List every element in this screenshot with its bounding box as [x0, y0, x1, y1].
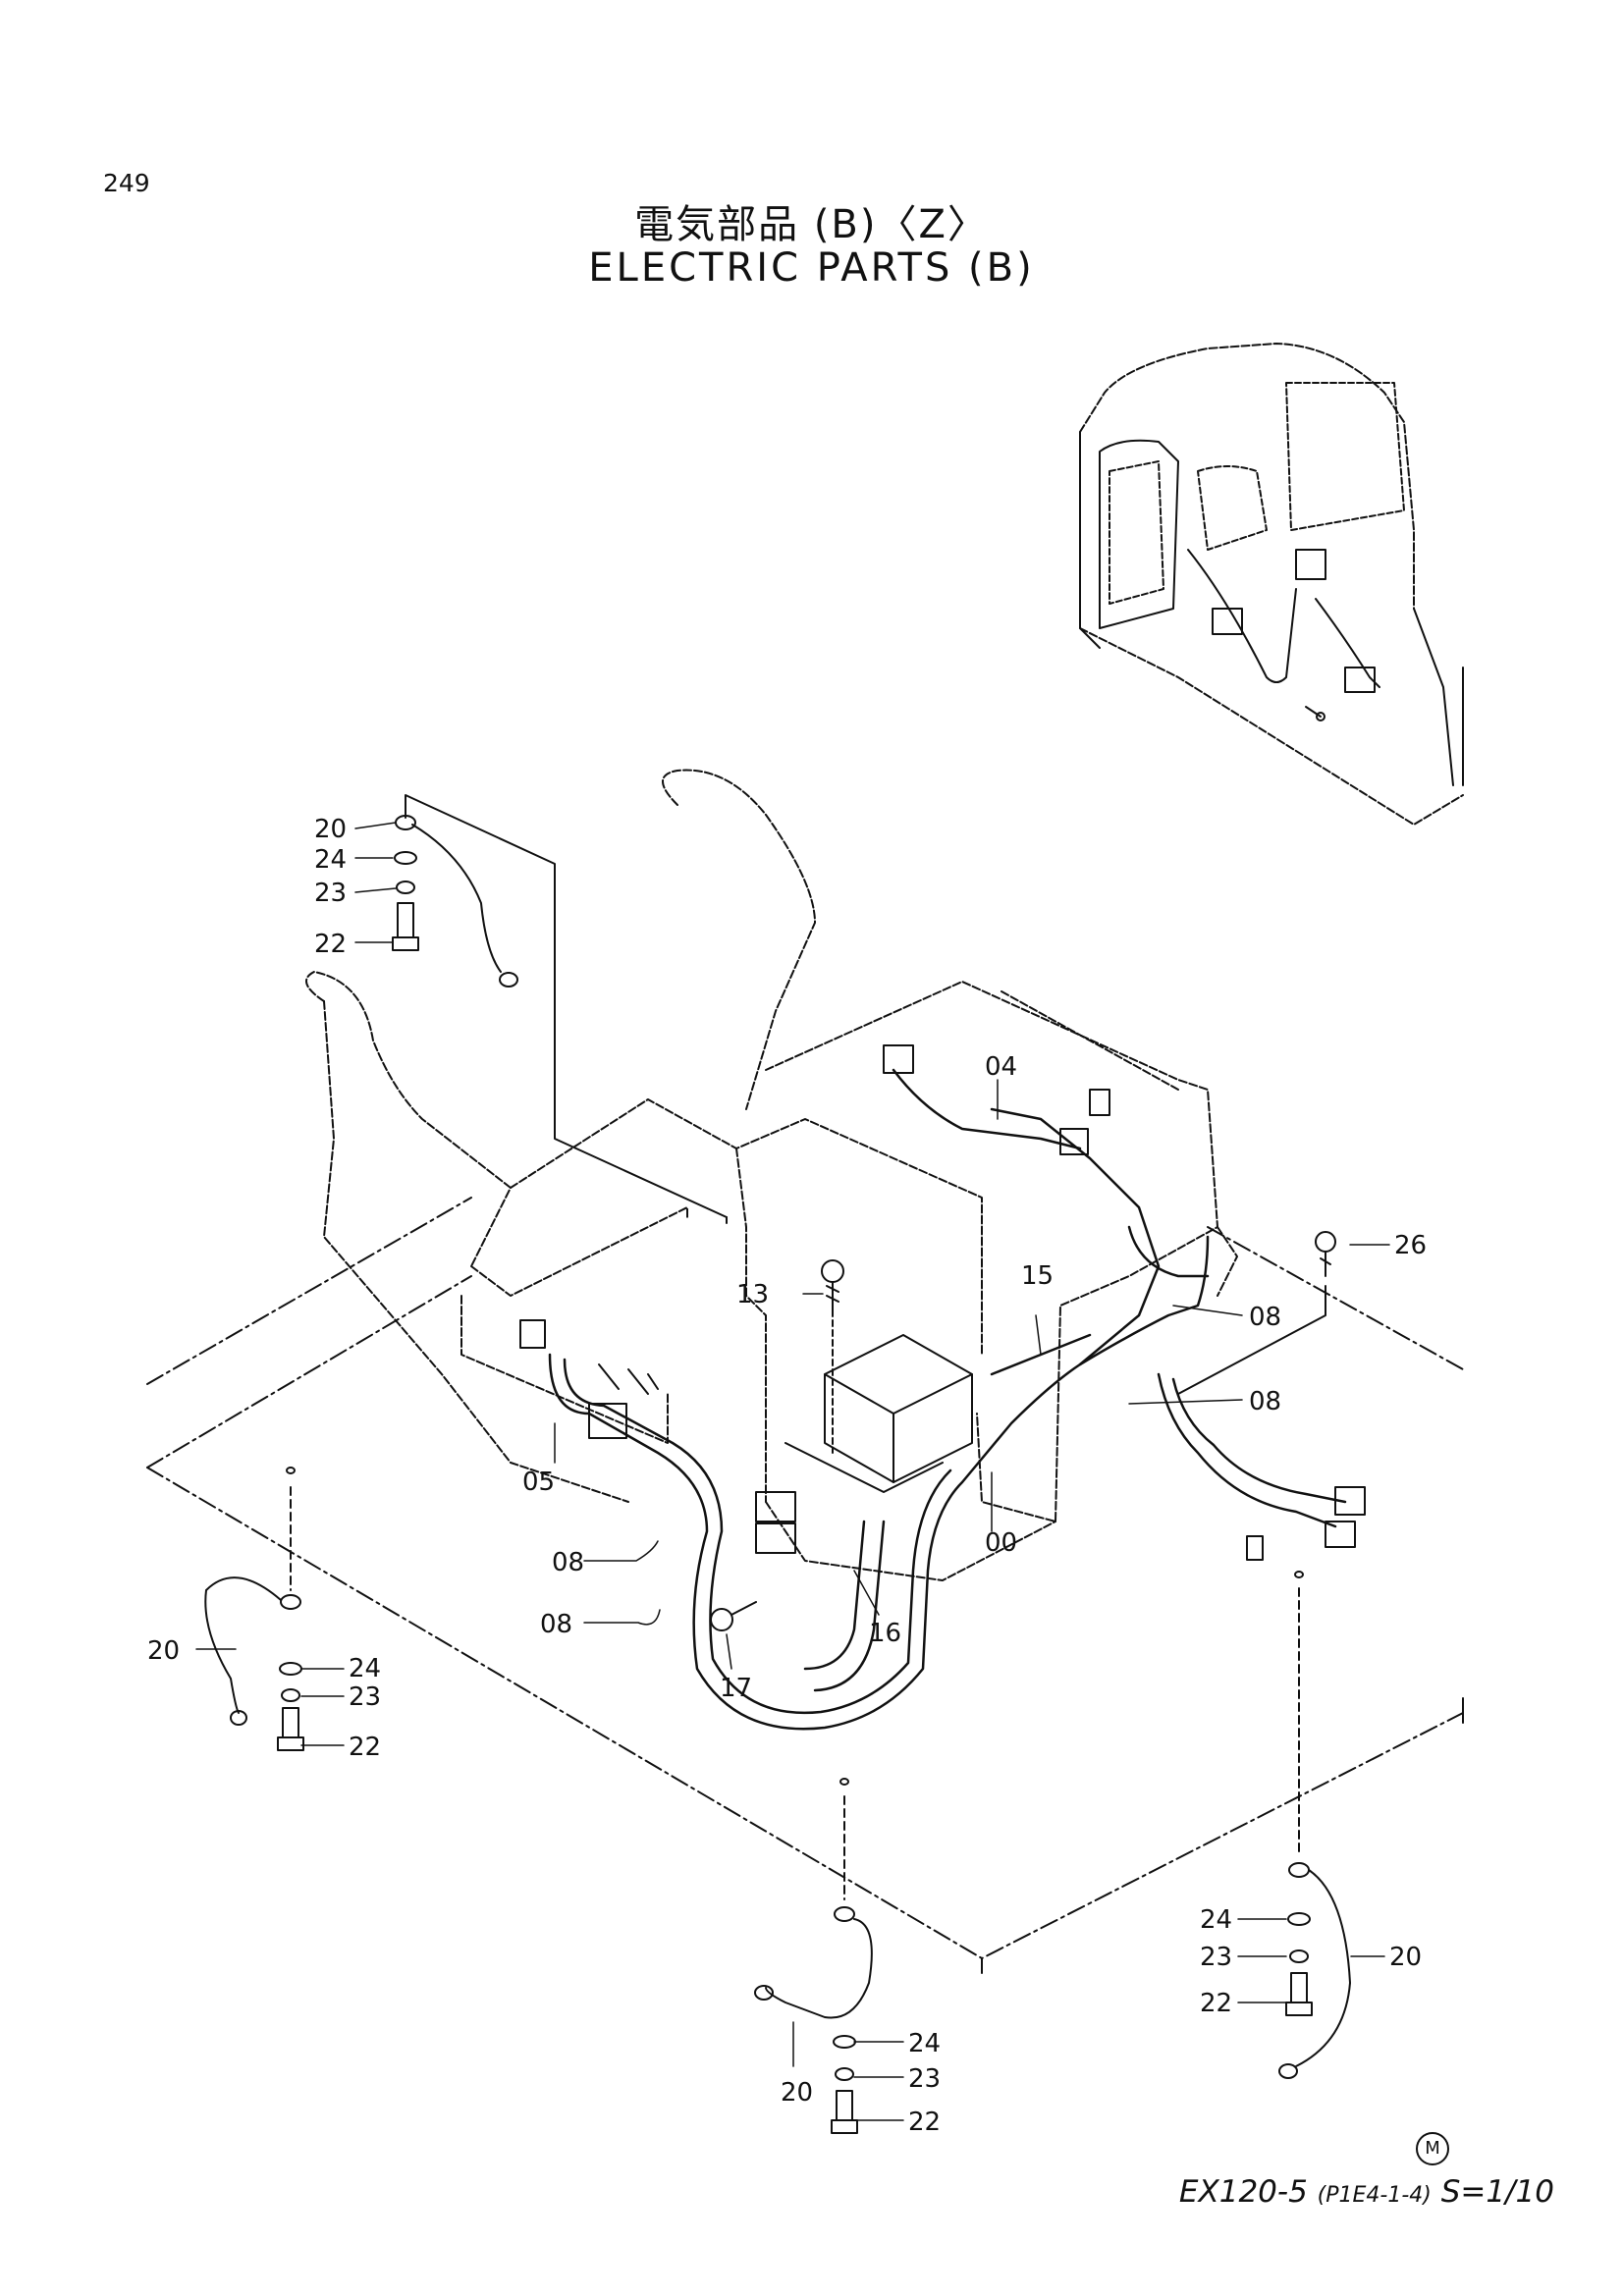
callout-05: 05: [522, 1468, 555, 1497]
callout-20-top: 20: [314, 815, 347, 844]
ground-strap-4: [1278, 1571, 1351, 2079]
callout-17: 17: [720, 1674, 752, 1703]
footer-model: EX120-5: [1178, 2174, 1308, 2210]
leader-lines: [195, 822, 1390, 2121]
footer-scale: S=1/10: [1440, 2174, 1554, 2210]
callout-22-left: 22: [349, 1733, 381, 1762]
m-symbol: M: [1416, 2132, 1449, 2165]
callout-23-top: 23: [314, 879, 347, 908]
callout-15: 15: [1021, 1261, 1054, 1291]
title-english: ELECTRIC PARTS (B): [588, 245, 1035, 291]
callout-24-left: 24: [349, 1654, 381, 1683]
connectors: [519, 1044, 1366, 1561]
console-outline: [305, 769, 1238, 1581]
callout-00: 00: [985, 1528, 1017, 1558]
control-box: [784, 1334, 973, 1493]
callout-23-left: 23: [349, 1682, 381, 1712]
callout-13: 13: [736, 1280, 769, 1309]
callout-08-right-upper: 08: [1249, 1303, 1281, 1332]
callout-08-left-lower: 08: [540, 1610, 572, 1639]
callout-08-left-upper: 08: [552, 1548, 584, 1577]
callout-26: 26: [1394, 1231, 1427, 1260]
callout-22-right: 22: [1200, 1989, 1232, 2018]
ground-strap-1: [392, 794, 728, 1226]
callout-24-top: 24: [314, 845, 347, 875]
callout-04: 04: [985, 1052, 1017, 1082]
page-number: 249: [103, 169, 150, 197]
callout-22-bottom: 22: [908, 2108, 941, 2137]
callout-24-right: 24: [1200, 1905, 1232, 1935]
harness-04: [892, 1068, 1082, 1150]
callout-16: 16: [869, 1619, 901, 1648]
callout-20-left: 20: [147, 1636, 180, 1666]
callout-08-right-lower: 08: [1249, 1387, 1281, 1416]
fasteners: [710, 1231, 1336, 1631]
title-japanese: 電気部品 (B)〈Z〉: [634, 202, 989, 247]
floor-plate: [146, 1197, 1464, 1974]
callout-22-top: 22: [314, 930, 347, 959]
wire-harness: [548, 1107, 1347, 1731]
callout-20-right: 20: [1389, 1943, 1422, 1972]
callout-23-right: 23: [1200, 1943, 1232, 1972]
callout-20-bottom: 20: [781, 2078, 813, 2108]
callout-labels: 20 24 23 22 20 24 23 22 20 24 23 22 24 2…: [147, 815, 1427, 2137]
cab-inset: [1079, 343, 1464, 826]
footer-code: (P1E4-1-4): [1317, 2183, 1432, 2208]
footer-caption: EX120-5 (P1E4-1-4) S=1/10: [1179, 2174, 1554, 2210]
ground-strap-3: [754, 1778, 873, 2134]
callout-24-bottom: 24: [908, 2029, 941, 2058]
callout-23-bottom: 23: [908, 2064, 941, 2094]
